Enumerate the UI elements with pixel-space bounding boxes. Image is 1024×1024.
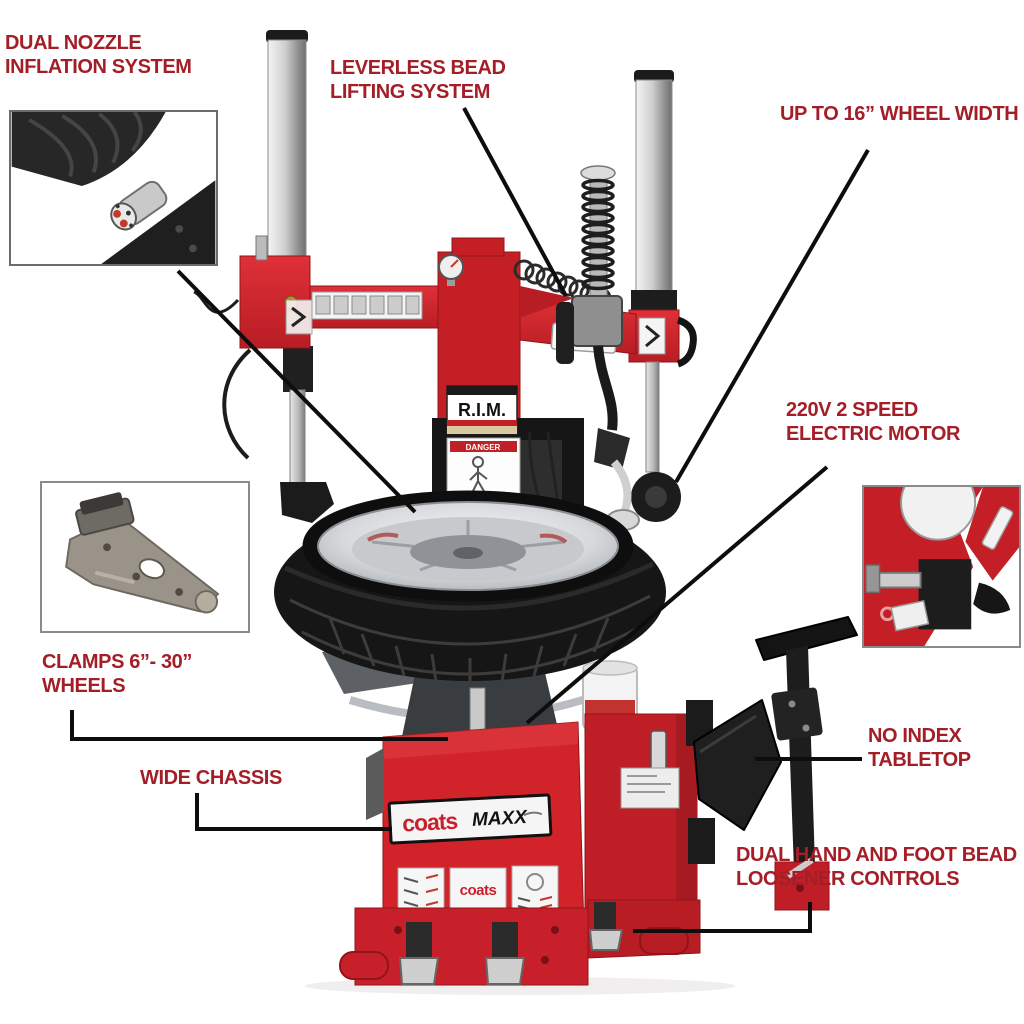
rim-badge: R.I.M.: [446, 385, 518, 435]
brand-strip: coats MAXX: [387, 793, 553, 845]
right-tower: [628, 70, 697, 522]
cabinet-model-text: MAXX: [472, 807, 529, 831]
callout-clamps-wheels: CLAMPS 6”- 30” WHEELS: [42, 651, 192, 697]
danger-label-text: DANGER: [466, 443, 501, 452]
callout-electric-motor: 220V 2 SPEED ELECTRIC MOTOR: [786, 399, 961, 445]
lower-panel-brand-text: coats: [460, 882, 497, 899]
callout-loosener-controls: DUAL HAND AND FOOT BEAD LOOSENER CONTROL…: [736, 844, 1017, 890]
base-pedals: [339, 899, 701, 986]
callout-no-index-tabletop: NO INDEX TABLETOP: [868, 725, 971, 771]
cabinet-brand-text: coats: [401, 808, 458, 837]
cabinet: coats MAXX coats: [366, 700, 715, 937]
inset-photo-motor: [862, 485, 1021, 648]
callout-wide-chassis: WIDE CHASSIS: [140, 767, 282, 789]
callout-leverless-bead-lifting: LEVERLESS BEAD LIFTING SYSTEM: [330, 57, 506, 103]
inset-photo-nozzle: [9, 110, 218, 266]
callout-dual-nozzle-inflation: DUAL NOZZLE INFLATION SYSTEM: [5, 32, 192, 78]
inset-photo-clamp: [40, 481, 250, 633]
rim-badge-text: R.I.M.: [458, 400, 506, 420]
callout-wheel-width: UP TO 16” WHEEL WIDTH: [780, 103, 1019, 125]
